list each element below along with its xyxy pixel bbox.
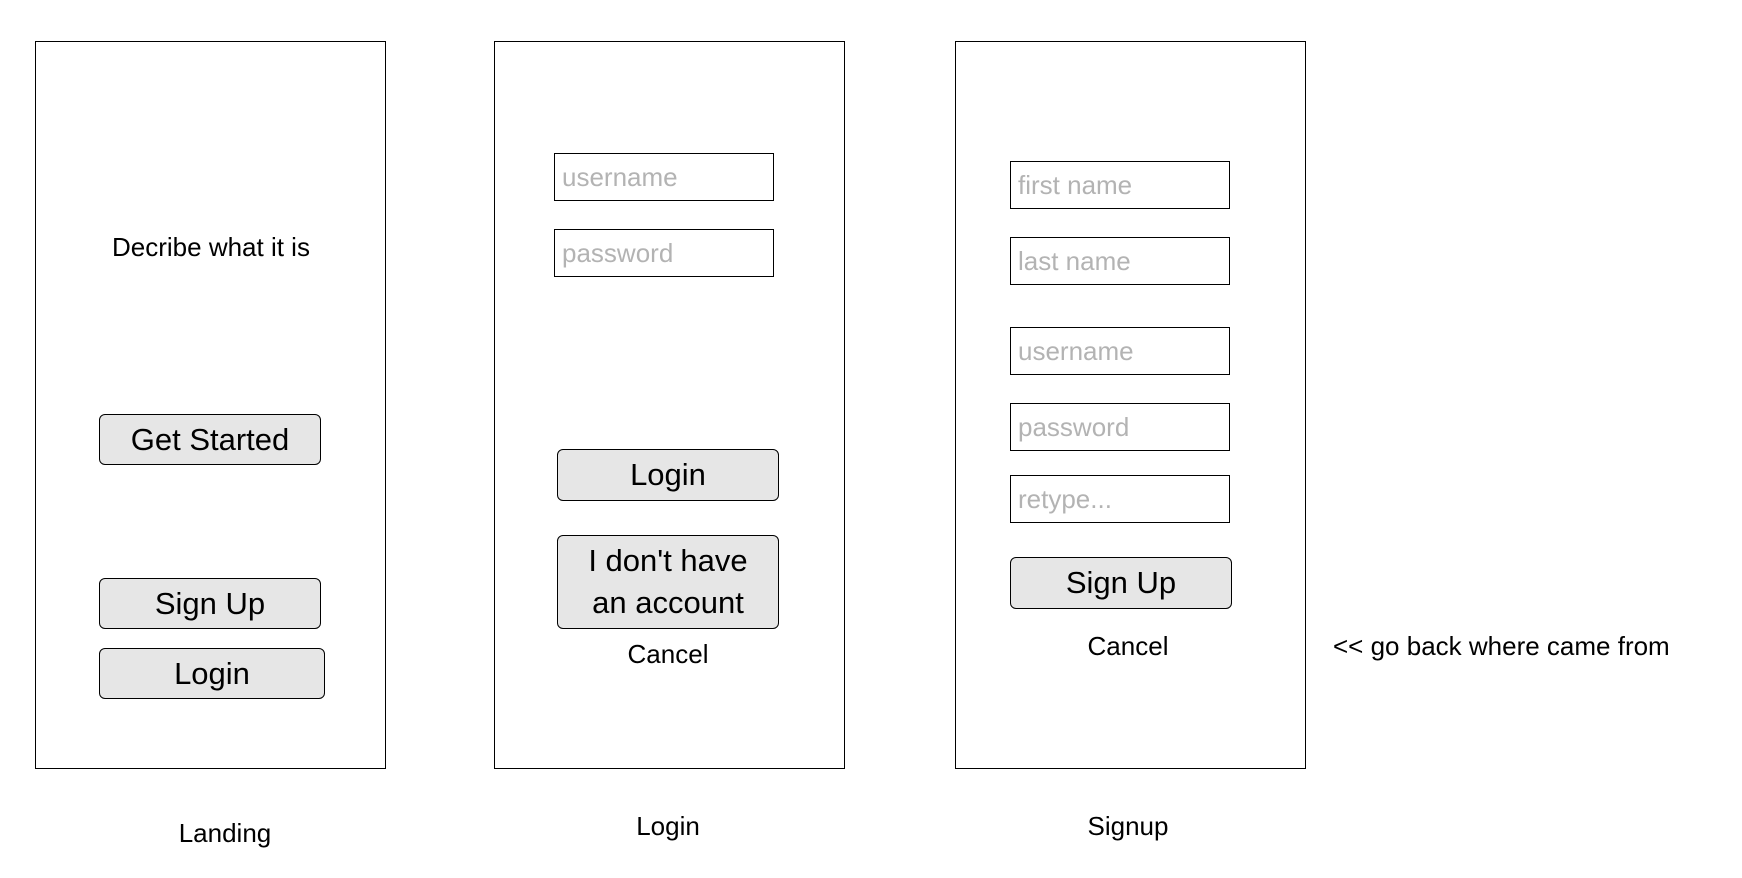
- signup-button[interactable]: Sign Up: [1010, 557, 1232, 609]
- cancel-annotation-note: << go back where came from: [1333, 631, 1670, 661]
- login-button[interactable]: Login: [557, 449, 779, 501]
- signup-cancel-link[interactable]: Cancel: [1087, 631, 1169, 661]
- signup-username-input[interactable]: [1010, 327, 1230, 375]
- login-username-input[interactable]: [554, 153, 774, 201]
- login-screen-caption: Login: [636, 811, 700, 841]
- last-name-input[interactable]: [1010, 237, 1230, 285]
- first-name-input[interactable]: [1010, 161, 1230, 209]
- retype-password-input[interactable]: [1010, 475, 1230, 523]
- no-account-button[interactable]: I don't have an account: [557, 535, 779, 629]
- signup-password-input[interactable]: [1010, 403, 1230, 451]
- landing-login-button[interactable]: Login: [99, 648, 325, 699]
- landing-screen-frame: [35, 41, 386, 769]
- signup-screen-caption: Signup: [1087, 811, 1169, 841]
- login-password-input[interactable]: [554, 229, 774, 277]
- landing-sign-up-button[interactable]: Sign Up: [99, 578, 321, 629]
- get-started-button[interactable]: Get Started: [99, 414, 321, 465]
- landing-screen-caption: Landing: [178, 818, 272, 848]
- login-cancel-link[interactable]: Cancel: [627, 639, 709, 669]
- landing-description: Decribe what it is: [112, 232, 310, 262]
